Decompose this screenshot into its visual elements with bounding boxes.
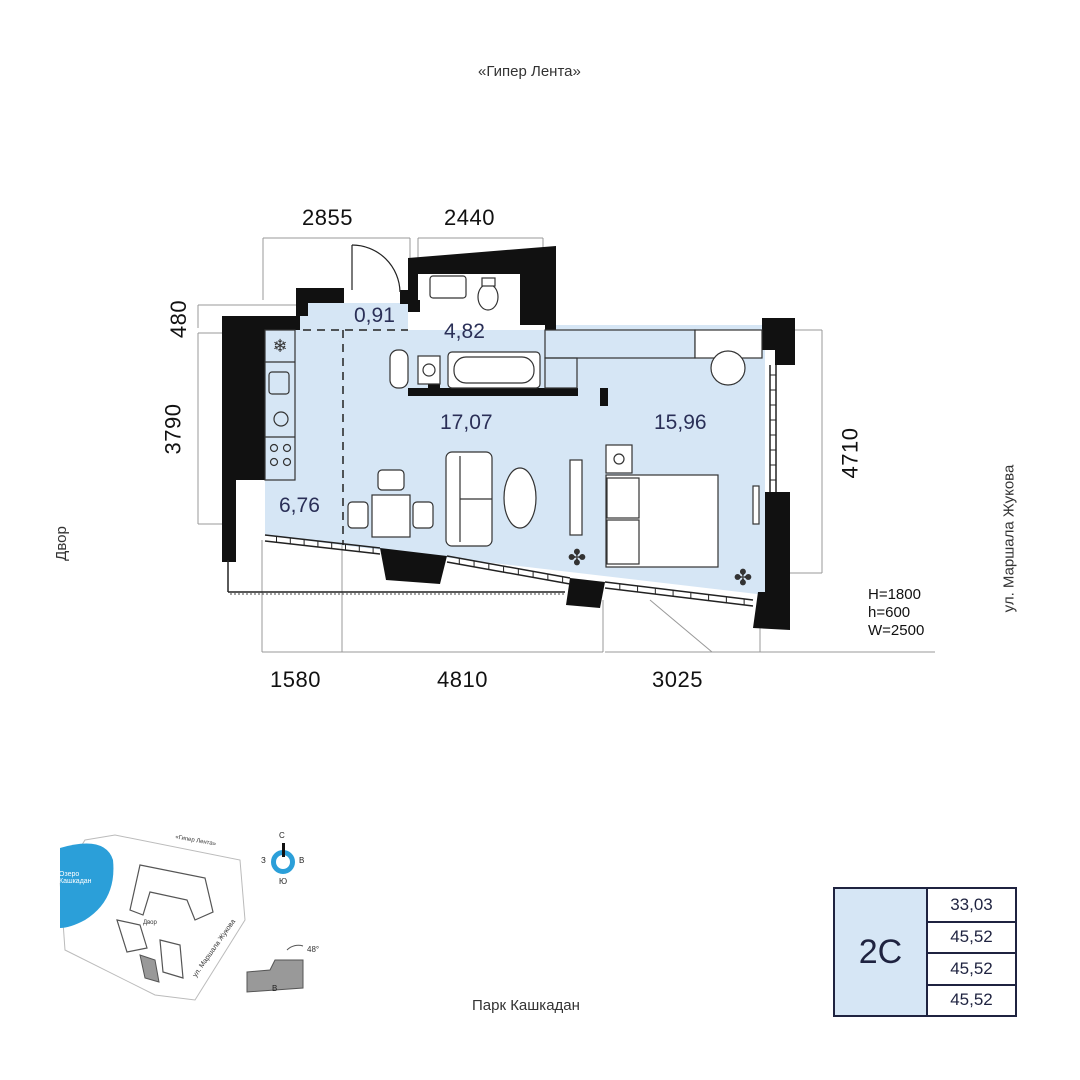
highlighted-building [139, 954, 160, 983]
bath-fixtures [389, 275, 541, 389]
area-label-kitchen: 6,76 [279, 494, 320, 517]
walls [222, 246, 795, 630]
dimension-lines [197, 237, 935, 653]
armchair [710, 350, 746, 386]
coffee-table [503, 467, 537, 529]
compass-east: В [299, 856, 305, 865]
minimap-yard-label: Двор [143, 920, 157, 926]
lake-shape [60, 843, 114, 928]
area-label-bath: 4,82 [444, 320, 485, 343]
street-label-top: «Гипер Лента» [478, 63, 581, 80]
compass-west: З [261, 856, 266, 865]
area-label-hall: 0,91 [354, 304, 395, 327]
tv-stand [569, 459, 583, 536]
street-label-bottom: Парк Кашкадан [472, 997, 580, 1014]
floor-plan: ❄ ✤ ✤ [197, 237, 935, 653]
window-height: H=1800 [868, 586, 921, 603]
dining-table [347, 469, 434, 538]
compass-north: С [279, 831, 285, 840]
compass-needle [282, 843, 285, 857]
window-sill-height: h=600 [868, 604, 911, 621]
sofa [445, 451, 493, 547]
plant-icon: ✤ [734, 565, 752, 590]
minimap-angle: 48° [307, 945, 320, 954]
section-block [246, 959, 304, 993]
fridge-icon: ❄ [272, 336, 287, 356]
site-map [59, 834, 304, 1001]
area-label-bedroom: 15,96 [654, 411, 707, 434]
zone-divider [303, 329, 408, 545]
compass-south: Ю [279, 877, 288, 886]
dimension-bottom-mid: 4810 [437, 667, 488, 692]
dimension-bottom-right: 3025 [652, 667, 703, 692]
window-lines [227, 365, 777, 607]
dimension-left-bottom: 3790 [160, 403, 186, 455]
window-ticks [276, 374, 776, 605]
summary-value: 45,52 [928, 952, 1015, 984]
summary-value: 33,03 [950, 894, 993, 914]
area-label-living: 17,07 [440, 411, 493, 434]
plant-icon: ✤ [568, 545, 586, 570]
dimension-top-left: 2855 [302, 205, 353, 230]
dimension-right: 4710 [837, 427, 863, 479]
entry-door [351, 244, 401, 293]
dimension-bottom-left: 1580 [270, 667, 321, 692]
bed [605, 444, 760, 568]
kitchen-counter [264, 329, 296, 481]
dimension-left-top: 480 [166, 299, 192, 339]
apartment-type: 2С [835, 889, 928, 1015]
summary-value: 45,52 [928, 983, 1015, 1016]
minimap-lake-label: Озеро Кашкадан [59, 871, 92, 885]
minimap-section-label: В [272, 984, 278, 993]
buildings [116, 864, 214, 979]
apartment-summary: 2С 33,03 45,52 45,52 45,52 [833, 887, 1017, 1017]
summary-value: 45,52 [928, 920, 1015, 953]
dimension-top-right: 2440 [444, 205, 495, 230]
window-width: W=2500 [868, 622, 925, 639]
window-spec: H=1800 h=600 W=2500 [868, 586, 924, 640]
